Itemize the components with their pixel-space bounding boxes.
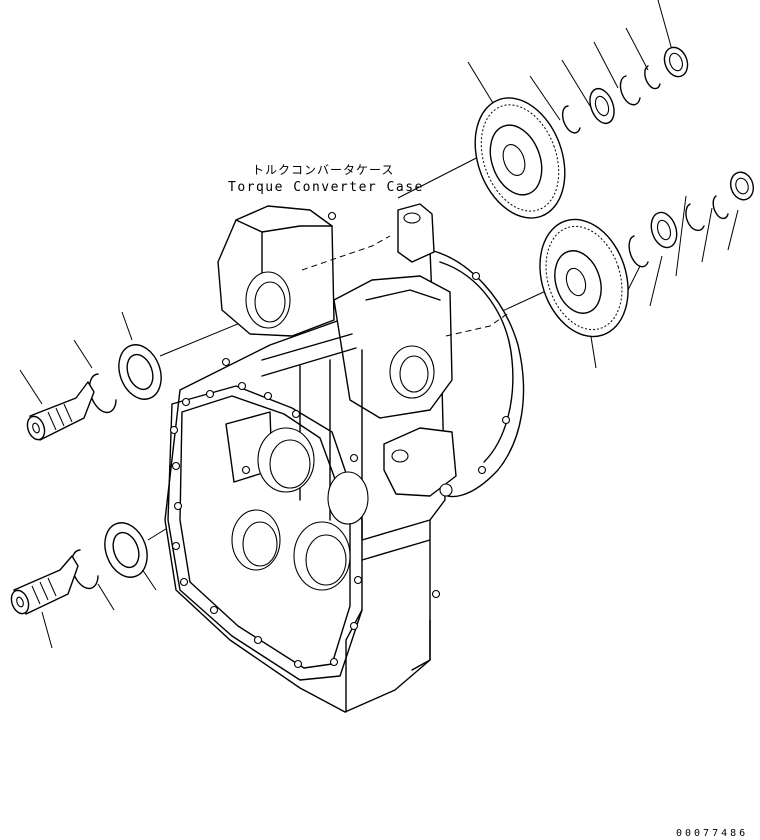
leader-line — [675, 195, 687, 277]
bolt-hole — [349, 621, 359, 631]
shaft-center-hole — [16, 596, 24, 608]
snap-ring — [712, 195, 729, 220]
rear-flange — [429, 249, 525, 498]
bolt-hole — [471, 271, 481, 281]
boss-hole — [391, 449, 409, 463]
snap-ring — [644, 65, 661, 90]
leader-line — [529, 75, 561, 121]
center-housing — [333, 275, 453, 419]
bolt-hole — [263, 391, 273, 401]
bolt-hole — [353, 575, 363, 585]
middle-gear-bore — [565, 267, 587, 297]
housing-edge — [365, 289, 441, 301]
shaft-center-hole — [32, 422, 40, 434]
leader-line — [121, 311, 133, 341]
middle-gear-assembly — [539, 171, 755, 338]
bearing-race — [126, 353, 154, 391]
bore-front-lower-right-inner — [305, 534, 347, 586]
snap-ring — [619, 75, 641, 106]
part-number: 00077486 — [676, 828, 748, 839]
bolt-hole — [169, 425, 179, 435]
bolt-hole — [173, 501, 183, 511]
bolt-hole — [171, 541, 181, 551]
bolt-hole — [501, 415, 511, 425]
upper-gear-bore — [502, 144, 526, 176]
bolt-hole — [327, 211, 337, 221]
label-english: Torque Converter Case — [228, 180, 424, 195]
bearing — [104, 522, 148, 578]
leader-line — [561, 59, 591, 107]
leader-line — [593, 41, 619, 89]
bolt — [439, 483, 453, 497]
middle-gear-hub — [554, 250, 602, 314]
leader-line — [73, 339, 93, 369]
leader-line — [467, 61, 497, 109]
snap-ring — [628, 235, 649, 268]
upper-boss — [397, 203, 435, 263]
leader-line — [649, 255, 663, 307]
bolt-hole — [221, 357, 231, 367]
bolt-hole — [329, 657, 339, 667]
upper-shaft-assembly — [26, 344, 162, 441]
torque-converter-case — [164, 203, 525, 713]
leader-line — [19, 369, 43, 405]
bearing — [118, 344, 162, 400]
leader-line — [727, 209, 739, 251]
shaft-splines — [31, 577, 57, 605]
boss-hole — [403, 212, 421, 224]
bolt-hole — [209, 605, 219, 615]
leader-line — [97, 583, 115, 611]
shaft — [13, 555, 79, 615]
lower-shaft-assembly — [10, 522, 148, 615]
bolt-hole — [237, 381, 247, 391]
case-ribs — [361, 519, 431, 561]
leader-line — [657, 0, 673, 51]
hidden-line — [445, 311, 511, 337]
bearing-bore — [669, 52, 683, 72]
leader-line — [701, 207, 713, 263]
bearing-bore — [735, 177, 749, 195]
hidden-line — [301, 235, 391, 271]
front-face-outline — [167, 385, 363, 681]
bolt-hole — [291, 409, 301, 419]
label-japanese: トルクコンバータケース — [252, 163, 394, 177]
upper-gear-assembly — [474, 46, 689, 219]
case-edge — [345, 609, 363, 713]
upper-gear-hub — [489, 124, 543, 196]
bolt-hole — [181, 397, 191, 407]
bolt-hole — [241, 465, 251, 475]
bore-front-upper-inner — [269, 439, 311, 489]
housing-edge — [235, 219, 333, 233]
shaft-splines — [47, 403, 73, 431]
bolt-holes — [169, 211, 511, 669]
bolt-hole — [205, 389, 215, 399]
bore-front-lower-left-inner — [242, 521, 278, 567]
upper-gear-teeth — [480, 104, 560, 212]
snap-ring — [685, 203, 705, 232]
snap-ring — [561, 105, 581, 134]
leader-line — [41, 611, 53, 649]
case-edge — [411, 619, 431, 671]
snap-ring — [70, 549, 99, 590]
bore-center-inner — [399, 355, 429, 393]
bolt-hole — [431, 589, 441, 599]
thrust-washer-bore — [656, 219, 672, 241]
bolt-hole — [171, 461, 181, 471]
bolt-hole — [477, 465, 487, 475]
snap-ring — [88, 373, 117, 414]
middle-gear-teeth — [545, 225, 623, 331]
front-face-inner-outline — [179, 395, 351, 669]
bolt-hole — [293, 659, 303, 669]
bearing-race — [112, 531, 140, 569]
bore-upper-left-inner — [254, 281, 286, 323]
bolt-hole — [179, 577, 189, 587]
bolt-hole — [349, 453, 359, 463]
flange-rim — [439, 261, 514, 463]
leader-line — [625, 27, 649, 71]
thrust-washer-bore — [594, 95, 610, 117]
bolt-hole — [253, 635, 263, 645]
bore-front-right — [327, 471, 369, 525]
